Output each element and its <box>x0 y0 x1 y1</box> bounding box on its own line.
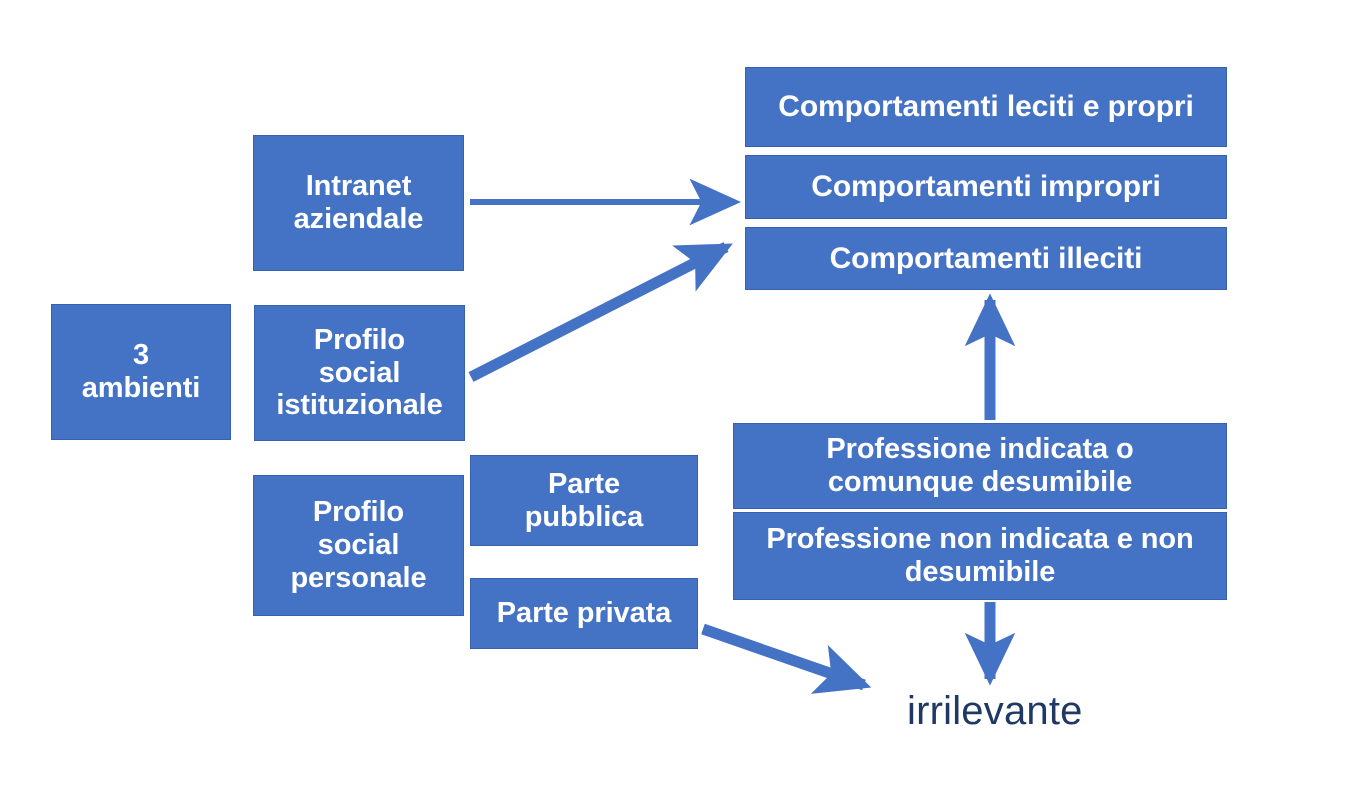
node-comportamenti-impropri-label: Comportamenti impropri <box>811 170 1161 204</box>
node-comportamenti-illeciti[interactable]: Comportamenti illeciti <box>745 227 1227 290</box>
node-parte-pubblica[interactable]: Parte pubblica <box>470 455 698 546</box>
node-comportamenti-illeciti-label: Comportamenti illeciti <box>829 241 1143 275</box>
node-parte-pubblica-line1: Parte <box>547 467 621 500</box>
node-3-ambienti-line1: 3 <box>132 339 149 372</box>
node-profilo-social-personale-line3: personale <box>290 561 427 594</box>
node-comportamenti-impropri[interactable]: Comportamenti impropri <box>745 155 1227 219</box>
node-3-ambienti[interactable]: 3 ambienti <box>51 304 231 440</box>
node-comportamenti-leciti-e-propri[interactable]: Comportamenti leciti e propri <box>745 67 1227 147</box>
node-profilo-social-personale-line1: Profilo <box>312 496 405 529</box>
node-intranet-aziendale-line2: aziendale <box>293 203 424 235</box>
node-professione-non-indicata-line1: Professione non indicata e non <box>766 523 1194 556</box>
node-3-ambienti-line2: ambienti <box>81 372 201 404</box>
node-professione-indicata-line1: Professione indicata o <box>826 433 1134 466</box>
node-parte-privata[interactable]: Parte privata <box>470 578 698 649</box>
node-profilo-social-istituzionale-line1: Profilo <box>313 323 406 356</box>
node-profilo-social-istituzionale-line2: social <box>318 356 401 389</box>
node-comportamenti-leciti-e-propri-label: Comportamenti leciti e propri <box>778 90 1194 124</box>
node-profilo-social-istituzionale[interactable]: Profilo social istituzionale <box>254 305 465 441</box>
node-profilo-social-personale[interactable]: Profilo social personale <box>253 475 464 616</box>
node-professione-indicata-line2: comunque desumibile <box>827 466 1133 498</box>
node-professione-indicata[interactable]: Professione indicata o comunque desumibi… <box>733 423 1227 509</box>
label-irrilevante: irrilevante <box>907 689 1083 733</box>
arrow-parte-privata-to-irrilevante <box>701 623 872 694</box>
node-professione-non-indicata[interactable]: Professione non indicata e non desumibil… <box>733 512 1227 600</box>
node-intranet-aziendale-line1: Intranet <box>305 170 412 203</box>
node-profilo-social-personale-line2: social <box>317 529 400 562</box>
node-professione-non-indicata-line2: desumibile <box>904 556 1056 588</box>
node-parte-pubblica-line2: pubblica <box>524 500 644 533</box>
node-profilo-social-istituzionale-line3: istituzionale <box>276 389 443 422</box>
node-parte-privata-label: Parte privata <box>496 597 672 630</box>
node-intranet-aziendale[interactable]: Intranet aziendale <box>253 135 464 271</box>
arrow-istituzionale-to-comportamenti <box>468 242 733 382</box>
